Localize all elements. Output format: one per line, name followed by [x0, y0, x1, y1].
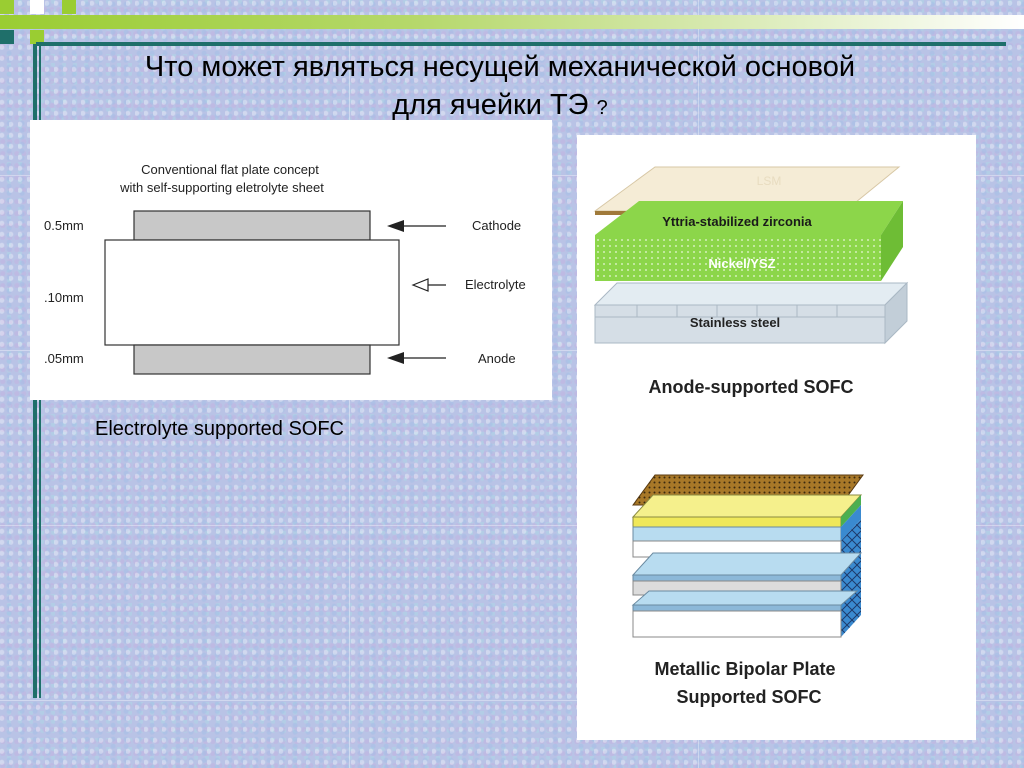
nickel-ysz-label: Nickel/YSZ: [708, 256, 775, 271]
arrow-icon: [387, 220, 446, 232]
bipolar-base: [632, 610, 842, 638]
title-line-1: Что может являться несущей механической …: [144, 51, 856, 83]
electrolyte-diagram-panel: Conventional flat plate concept with sel…: [30, 120, 552, 400]
bipolar-plate-middle: [631, 552, 863, 576]
ysz-label: Yttria-stabilized zirconia: [662, 214, 812, 229]
dimension-anode: .05mm: [44, 351, 84, 366]
cathode-plate: [631, 494, 863, 518]
anode-layer: [133, 344, 371, 375]
ysz-layer-side: [881, 201, 903, 281]
title-rule: [36, 42, 1006, 46]
dimension-cathode: 0.5mm: [44, 218, 84, 233]
diagram-heading-1: Conventional flat plate concept: [141, 162, 319, 177]
bipolar-caption-1: Metallic Bipolar Plate: [654, 659, 835, 679]
slide-title: Что может являться несущей механической …: [60, 48, 940, 127]
background-gridline: [0, 700, 1024, 701]
label-electrolyte: Electrolyte: [465, 277, 526, 292]
electrolyte-plate: [632, 526, 842, 542]
electrolyte-layer: [104, 239, 400, 346]
ysz-layer-top: [595, 201, 903, 235]
hollow-arrow-icon: [411, 278, 446, 292]
dimension-electrolyte: .10mm: [44, 290, 84, 305]
diagram-heading-2: with self-supporting eletrolyte sheet: [119, 180, 324, 195]
supported-sofc-panel: LSM Yttria-stabilized zirconia Nickel/YS…: [577, 135, 976, 740]
label-cathode: Cathode: [472, 218, 521, 233]
label-anode: Anode: [478, 351, 516, 366]
arrow-icon: [387, 352, 446, 364]
steel-layer-side: [884, 281, 908, 345]
electrolyte-caption: Electrolyte supported SOFC: [95, 418, 344, 440]
stainless-steel-label: Stainless steel: [690, 315, 780, 330]
anode-supported-stack: LSM Yttria-stabilized zirconia Nickel/YS…: [593, 166, 909, 345]
bipolar-plate-stack: [631, 474, 864, 638]
electrolyte-diagram: Conventional flat plate concept with sel…: [44, 162, 526, 375]
steel-layer-top: [593, 282, 909, 306]
title-line-2: для ячейки ТЭ ?: [392, 89, 608, 121]
anode-caption: Anode-supported SOFC: [649, 377, 854, 397]
lsm-label: LSM: [757, 174, 782, 188]
cathode-layer: [133, 210, 371, 241]
background-gridline: [0, 525, 1024, 526]
title-question-mark: ?: [596, 97, 608, 119]
top-accent-bar: [0, 15, 1024, 29]
sofc-illustrations: LSM Yttria-stabilized zirconia Nickel/YS…: [593, 166, 909, 707]
bipolar-caption-2: Supported SOFC: [677, 687, 822, 707]
